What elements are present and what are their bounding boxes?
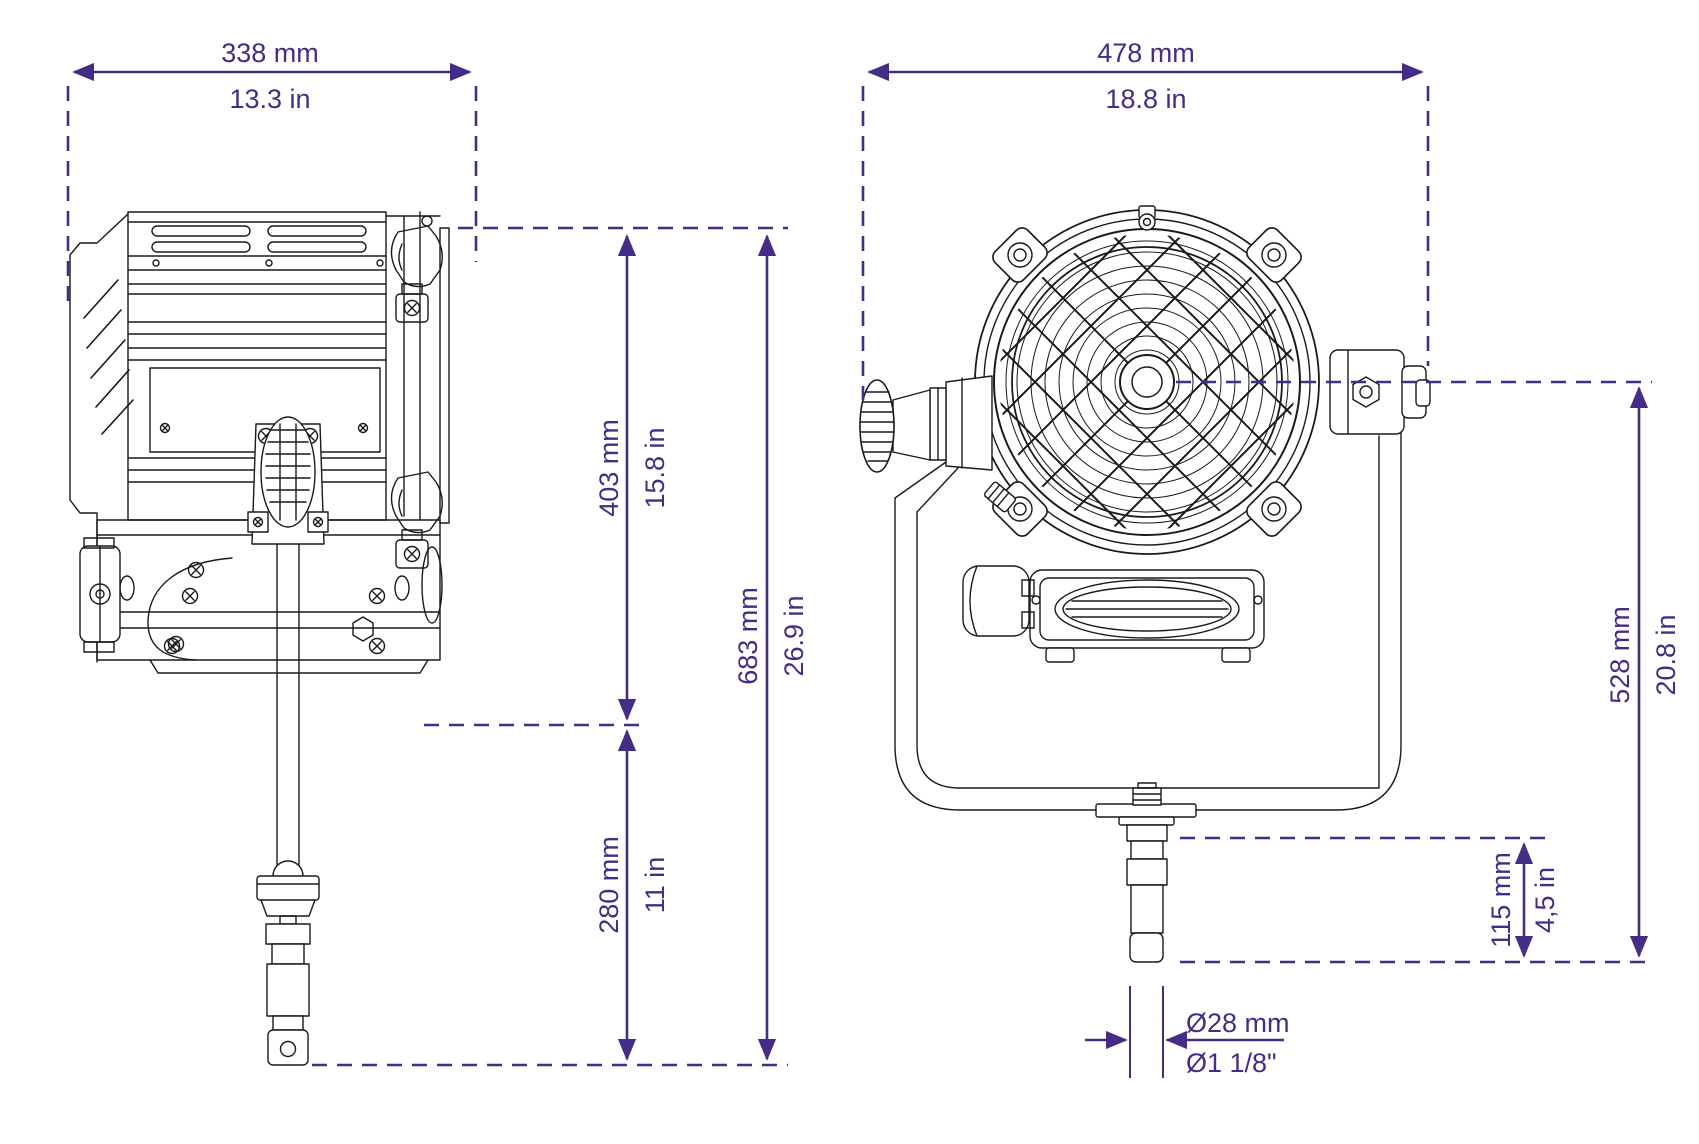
dim-front-center-to-bottom: 528 mm 20.8 in (1605, 386, 1681, 958)
dim-front-center-mm-label: 528 mm (1605, 606, 1635, 704)
side-motor-bracket (79, 537, 233, 661)
dim-side-upper-mm-label: 403 mm (594, 419, 624, 517)
dim-side-width: 338 mm 13.3 in (66, 38, 478, 305)
side-front-rail (385, 211, 450, 524)
top-screw (1138, 205, 1156, 231)
barndoor-lug (1246, 481, 1302, 537)
front-yoke (894, 431, 1402, 818)
front-view-drawing (859, 205, 1431, 963)
dim-side-width-in-label: 13.3 in (229, 84, 310, 114)
dim-side-lower-mm-label: 280 mm (594, 836, 624, 934)
dim-side-lower-height: 280 mm 11 in (594, 729, 670, 1061)
side-back-housing (69, 213, 134, 663)
dim-front-spigot-mm-label: 115 mm (1486, 852, 1516, 948)
dim-side-lower-in-label: 11 in (640, 857, 670, 914)
side-spigot (256, 860, 320, 1066)
front-lamp-housing (1029, 569, 1265, 663)
dim-side-total-mm-label: 683 mm (733, 587, 763, 685)
lens-hub (1119, 354, 1175, 410)
front-focus-knob (859, 375, 993, 473)
dim-side-total-height: 683 mm 26.9 in (733, 234, 809, 1061)
barndoor-lug (992, 227, 1048, 283)
back-vent-slots (83, 279, 134, 435)
dim-front-dia-mm-label: Ø28 mm (1186, 1008, 1290, 1038)
dim-front-dia-in-label: Ø1 1/8" (1186, 1048, 1277, 1078)
dim-side-upper-in-label: 15.8 in (640, 427, 670, 508)
side-yoke (247, 416, 329, 876)
front-focus-motor (962, 565, 1035, 637)
dim-side-total-in-label: 26.9 in (779, 595, 809, 676)
front-spigot (1118, 816, 1175, 963)
barndoor-lug (1246, 227, 1302, 283)
dim-front-spigot-in-label: 4,5 in (1530, 867, 1560, 933)
dim-front-center-in-label: 20.8 in (1651, 614, 1681, 695)
yoke-knob (260, 416, 316, 528)
dimension-annotations: 338 mm 13.3 in 403 mm 15.8 in 280 mm 11 … (66, 38, 1681, 1078)
dim-side-upper-height: 403 mm 15.8 in (594, 234, 670, 721)
dim-front-spigot-diameter: Ø28 mm Ø1 1/8" (1085, 986, 1290, 1078)
side-upper-body (127, 211, 387, 521)
front-right-bracket (1329, 349, 1431, 435)
dim-front-width-mm-label: 478 mm (1097, 38, 1195, 68)
dim-side-width-mm-label: 338 mm (221, 38, 319, 68)
front-sensor (984, 481, 1016, 513)
side-clamp-top (390, 225, 443, 323)
dim-front-width-in-label: 18.8 in (1105, 84, 1186, 114)
side-view-drawing (69, 211, 450, 1066)
dim-front-width: 478 mm 18.8 in (861, 38, 1430, 400)
dim-front-spigot-height: 115 mm 4,5 in (1486, 842, 1560, 958)
